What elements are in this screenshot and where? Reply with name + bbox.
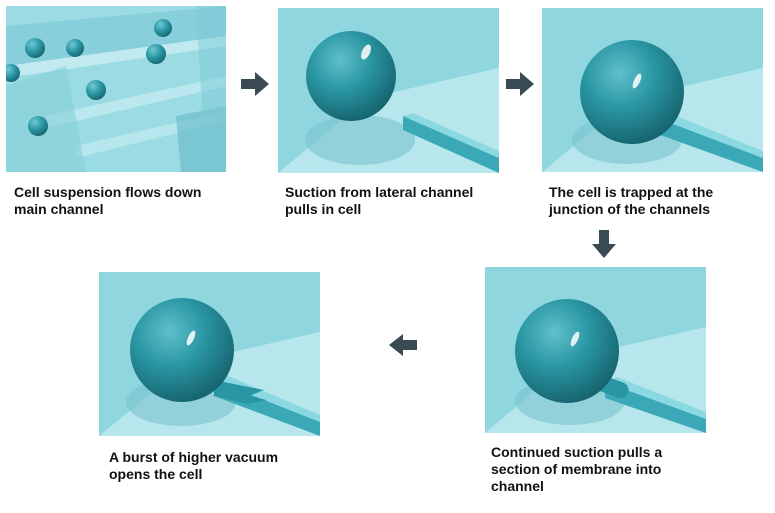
arrow-right-icon bbox=[506, 72, 534, 96]
step-3-image bbox=[542, 8, 763, 172]
cell-circle bbox=[86, 80, 106, 100]
caption-line: section of membrane into bbox=[491, 461, 662, 477]
cell-circle bbox=[28, 116, 48, 136]
step-1-image bbox=[6, 6, 226, 172]
cell-circle bbox=[515, 299, 619, 403]
caption-line: main channel bbox=[14, 201, 104, 217]
cell-circle bbox=[66, 39, 84, 57]
step-2-caption: Suction from lateral channel pulls in ce… bbox=[285, 184, 505, 218]
step-4-image bbox=[485, 267, 706, 433]
step-3-caption: The cell is trapped at the junction of t… bbox=[549, 184, 769, 218]
cell-circle bbox=[580, 40, 684, 144]
caption-line: channel bbox=[491, 478, 544, 494]
caption-line: Continued suction pulls a bbox=[491, 444, 663, 460]
caption-line: opens the cell bbox=[109, 466, 203, 482]
cell-circle bbox=[6, 64, 20, 82]
arrow-down-icon bbox=[592, 230, 616, 258]
step-5-image bbox=[99, 272, 320, 436]
caption-line: Cell suspension flows down bbox=[14, 184, 202, 200]
step-1-caption: Cell suspension flows down main channel bbox=[14, 184, 234, 218]
cell-circle bbox=[25, 38, 45, 58]
cell-circle bbox=[130, 298, 234, 402]
arrow-right-icon bbox=[241, 72, 269, 96]
caption-line: A burst of higher vacuum bbox=[109, 449, 279, 465]
main-channel-illustration bbox=[6, 6, 226, 172]
lateral-suction-illustration bbox=[278, 8, 499, 173]
membrane-suction-illustration bbox=[485, 267, 706, 433]
caption-line: junction of the channels bbox=[549, 201, 711, 217]
step-2-image bbox=[278, 8, 499, 173]
caption-line: Suction from lateral channel bbox=[285, 184, 474, 200]
cell-circle bbox=[146, 44, 166, 64]
arrow-left-icon bbox=[389, 334, 417, 356]
step-4-caption: Continued suction pulls a section of mem… bbox=[491, 444, 721, 495]
cell-opening-illustration bbox=[99, 272, 320, 436]
cell-trapped-illustration bbox=[542, 8, 763, 172]
caption-line: The cell is trapped at the bbox=[549, 184, 714, 200]
cell-circle bbox=[154, 19, 172, 37]
caption-line: pulls in cell bbox=[285, 201, 362, 217]
step-5-caption: A burst of higher vacuum opens the cell bbox=[109, 449, 339, 483]
cell-circle bbox=[306, 31, 396, 121]
